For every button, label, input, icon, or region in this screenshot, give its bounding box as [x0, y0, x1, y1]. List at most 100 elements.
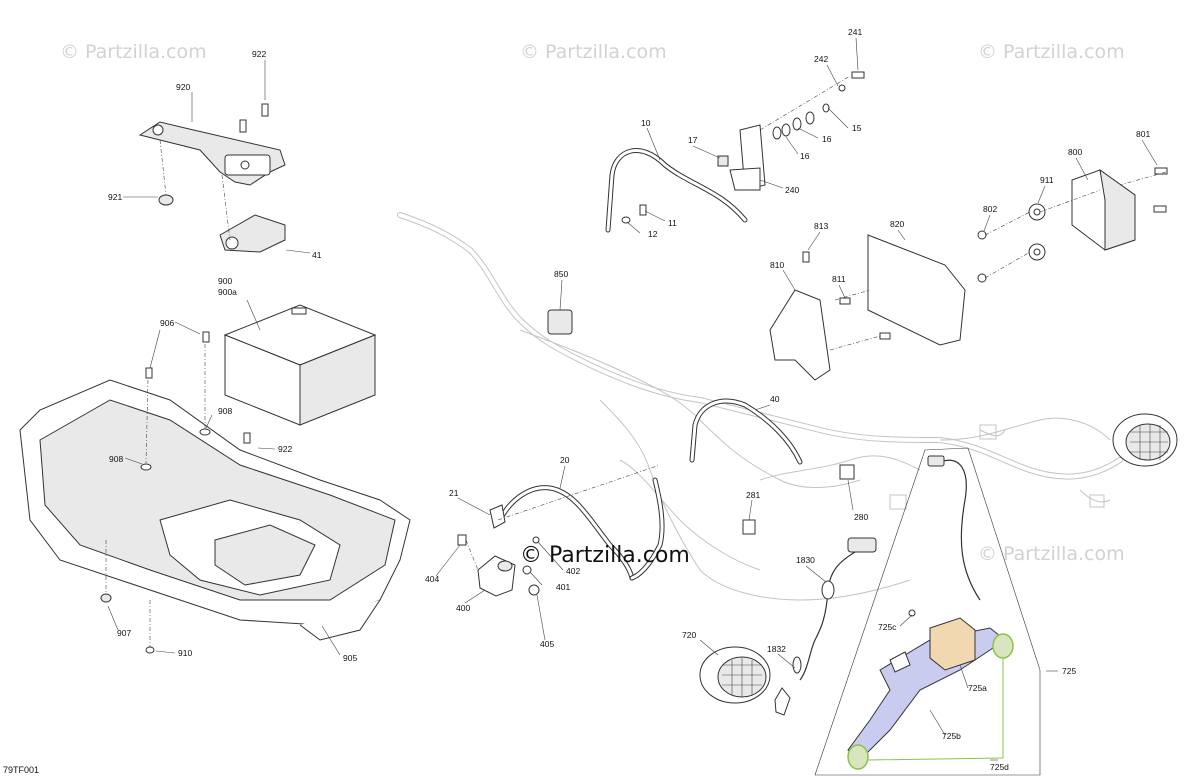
- label-401: 401: [556, 582, 570, 592]
- label-908-left: 908: [109, 454, 123, 464]
- screw-811: [839, 297, 851, 305]
- label-405: 405: [540, 639, 554, 649]
- nut-907: [100, 593, 112, 603]
- connector-281: [742, 519, 756, 535]
- label-725b: 725b: [942, 731, 961, 741]
- label-900: 900: [218, 276, 232, 286]
- label-725: 725: [1062, 666, 1076, 676]
- screw-813: [802, 251, 810, 263]
- label-241: 241: [848, 27, 862, 37]
- battery-tray-905: [19, 379, 411, 641]
- label-910: 910: [178, 648, 192, 658]
- label-16b: 16: [822, 134, 832, 144]
- label-802: 802: [983, 204, 997, 214]
- watermark-center: © Partzilla.com: [520, 543, 690, 568]
- label-17: 17: [688, 135, 698, 145]
- light-720: [699, 646, 771, 704]
- label-16a: 16: [800, 151, 810, 161]
- label-801: 801: [1136, 129, 1150, 139]
- nut-802: [977, 230, 987, 283]
- fuse-17: [717, 155, 729, 167]
- label-720: 720: [682, 630, 696, 640]
- battery-cable-clamp-41: [219, 214, 286, 253]
- o-ring-242: [838, 84, 846, 92]
- bracket-810: [769, 289, 831, 381]
- grommet-911: [1028, 203, 1046, 261]
- battery-900: [223, 304, 377, 426]
- label-240: 240: [785, 185, 799, 195]
- pad-725d-bottom: [847, 744, 869, 770]
- label-810: 810: [770, 260, 784, 270]
- label-281: 281: [746, 490, 760, 500]
- label-811: 811: [832, 274, 846, 284]
- label-15: 15: [852, 123, 862, 133]
- watermark-top-right: © Partzilla.com: [978, 41, 1125, 63]
- watermark-bottom-right: © Partzilla.com: [978, 543, 1125, 565]
- screw-922: [261, 103, 269, 117]
- screw-922b: [243, 432, 251, 444]
- screw-920a: [239, 119, 247, 133]
- cable-10: [605, 148, 748, 233]
- cable-40: [689, 398, 803, 465]
- clip-910: [145, 646, 155, 654]
- nut-12: [621, 216, 631, 224]
- light-right: [1112, 413, 1178, 467]
- label-911: 911: [1040, 175, 1054, 185]
- solenoid-400: [477, 555, 516, 597]
- label-850: 850: [554, 269, 568, 279]
- label-10: 10: [641, 118, 651, 128]
- terminal-cover-21: [489, 504, 506, 529]
- label-908-top: 908: [218, 406, 232, 416]
- nut-921: [158, 194, 174, 206]
- label-921: 921: [108, 192, 122, 202]
- bracket-240: [729, 124, 766, 191]
- screw-801: [1154, 167, 1168, 175]
- label-800: 800: [1068, 147, 1082, 157]
- kit-725-callout-box: [814, 447, 1041, 776]
- screw-725c: [908, 609, 916, 617]
- screw-241: [851, 71, 865, 79]
- highlight-lines-725d: [867, 658, 1004, 761]
- sensor-harness-1830: [792, 537, 877, 681]
- sensor-1832: [774, 687, 791, 716]
- screw-404: [457, 534, 467, 546]
- screw-906: [202, 331, 210, 343]
- leader-lines: [105, 37, 1167, 761]
- label-12: 12: [648, 229, 658, 239]
- washers-16-15: [772, 103, 830, 140]
- cable-20: [497, 477, 665, 581]
- label-400: 400: [456, 603, 470, 613]
- label-242: 242: [814, 54, 828, 64]
- plate-820: [867, 234, 966, 346]
- nut-405: [528, 584, 540, 596]
- label-922: 922: [252, 49, 266, 59]
- label-21: 21: [449, 488, 459, 498]
- label-404: 404: [425, 574, 439, 584]
- label-907: 907: [117, 628, 131, 638]
- watermark-top-center: © Partzilla.com: [520, 41, 667, 63]
- label-906: 906: [160, 318, 174, 328]
- module-725a: [929, 617, 976, 671]
- label-11: 11: [668, 218, 677, 228]
- harness-725-wire: [927, 455, 981, 601]
- connector-850: [547, 309, 573, 335]
- label-41: 41: [312, 250, 322, 260]
- watermark-top-left: © Partzilla.com: [60, 41, 207, 63]
- nut-402: [532, 536, 540, 544]
- label-905: 905: [343, 653, 357, 663]
- label-725a: 725a: [968, 683, 987, 693]
- figure-code: 79TF001: [3, 765, 39, 775]
- screw-811b: [879, 332, 891, 340]
- label-20: 20: [560, 455, 570, 465]
- label-280: 280: [854, 512, 868, 522]
- label-725d: 725d: [990, 762, 1009, 772]
- control-module-800: [1071, 168, 1136, 251]
- label-920: 920: [176, 82, 190, 92]
- screw-906b: [145, 367, 153, 379]
- label-725c: 725c: [878, 622, 897, 632]
- label-820: 820: [890, 219, 904, 229]
- bracket-725b: [847, 627, 1006, 761]
- label-813: 813: [814, 221, 828, 231]
- screw-11: [639, 204, 647, 216]
